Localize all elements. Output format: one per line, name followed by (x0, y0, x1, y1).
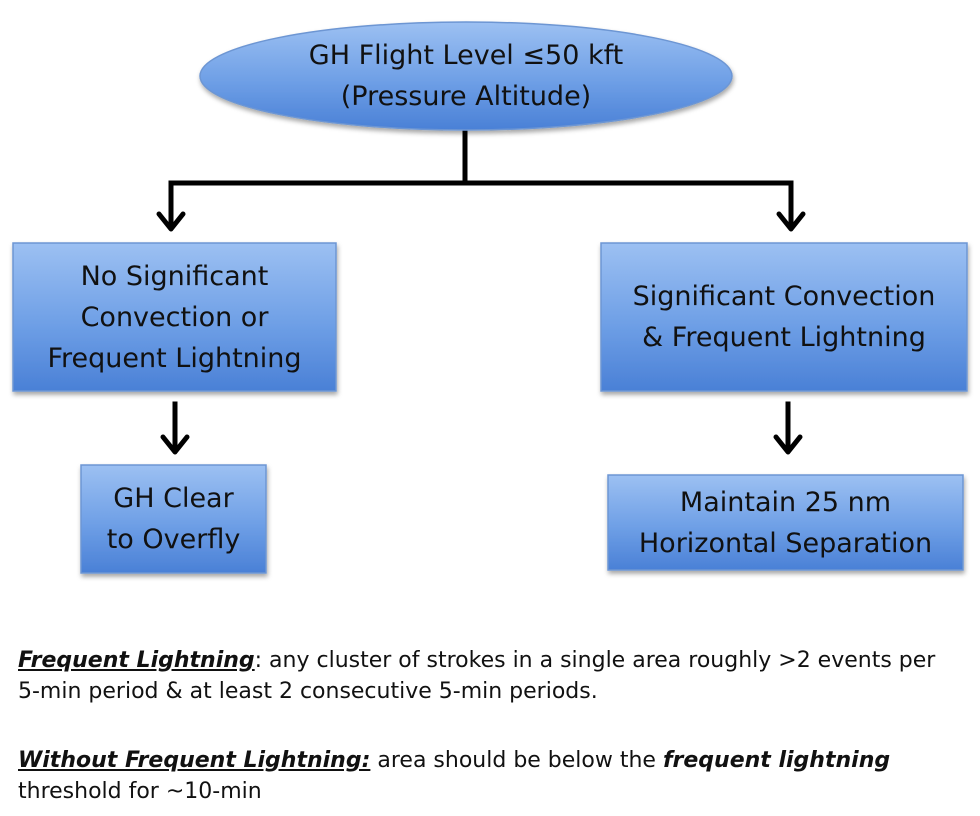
arrow-down-icon (156, 211, 186, 232)
without-frequent-lightning-term: Without Frequent Lightning: (18, 748, 371, 773)
flowchart (12, 21, 968, 574)
root-node-shape (199, 21, 733, 131)
frequent-lightning-definition: Frequent Lightning: any cluster of strok… (18, 645, 963, 707)
frequent-lightning-text: : any cluster of strokes in a single are… (18, 648, 936, 704)
right-branch-shape (600, 242, 968, 392)
right-outcome-shape (607, 474, 964, 571)
without-text-before: area should be below the (370, 748, 663, 773)
frequent-lightning-emphasis: frequent lightning (662, 748, 891, 773)
left-branch-shape (12, 242, 337, 392)
without-frequent-lightning-definition: Without Frequent Lightning: area should … (18, 745, 963, 807)
without-text-after: threshold for ~10-min (18, 779, 262, 804)
arrow-down-icon (160, 434, 190, 455)
arrow-down-icon (776, 211, 806, 232)
connectors (168, 127, 794, 452)
frequent-lightning-term: Frequent Lightning (18, 648, 255, 673)
left-outcome-shape (80, 464, 267, 574)
arrowheads (156, 211, 806, 455)
arrow-down-icon (773, 434, 803, 455)
